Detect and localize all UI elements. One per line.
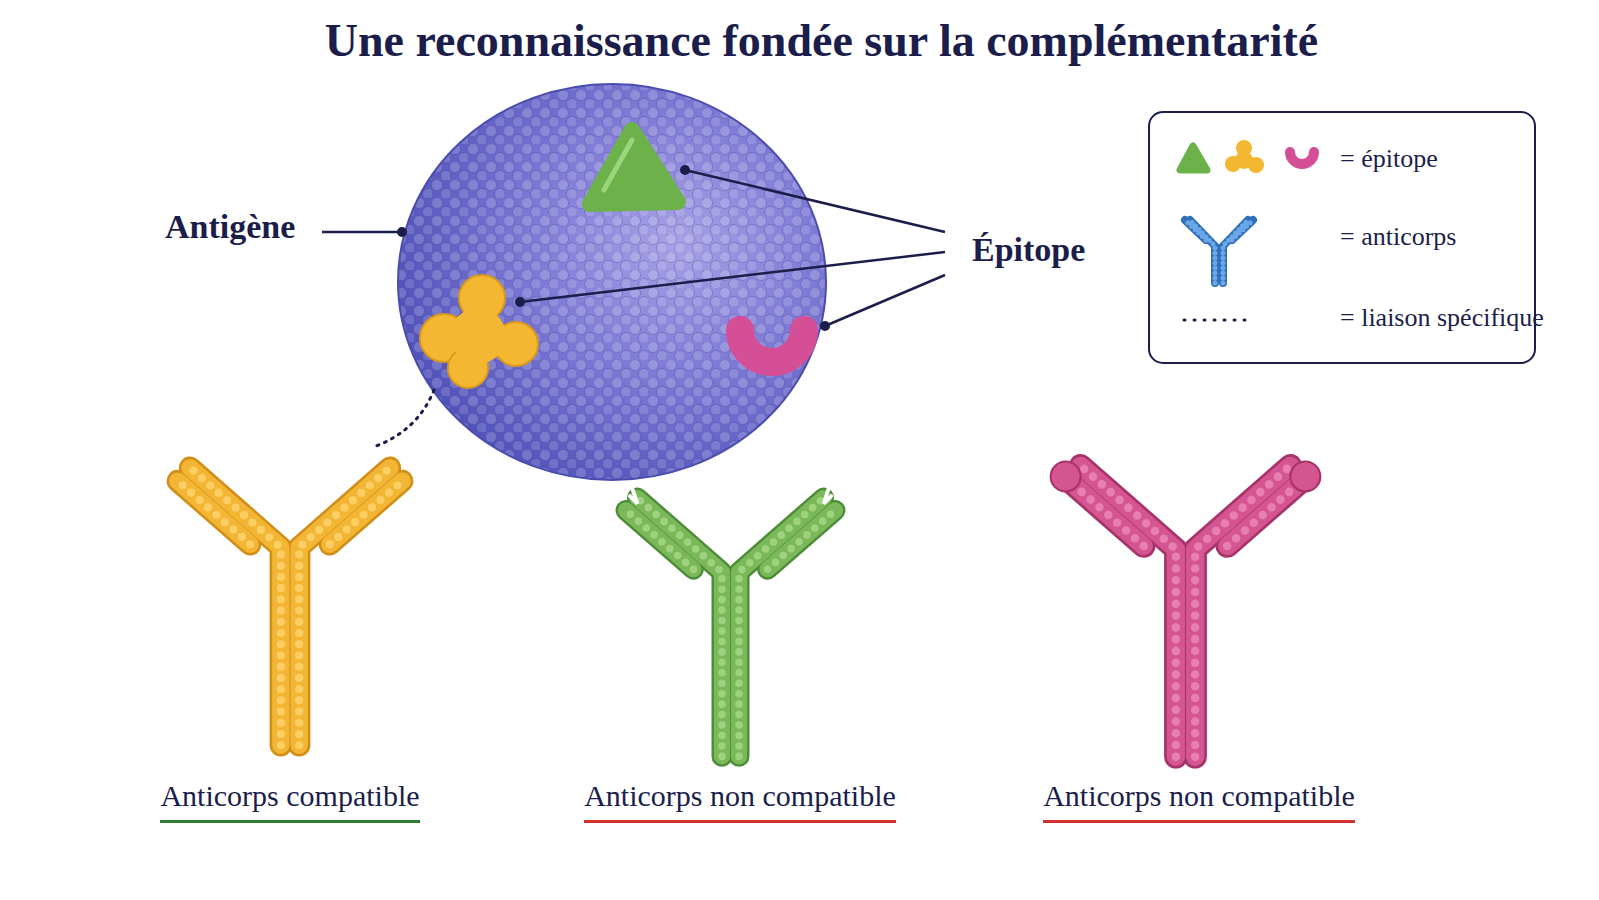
antibody-caption: Anticorps non compatible — [1043, 778, 1355, 823]
antibody-node: Anticorps non compatible — [1019, 440, 1379, 840]
antibody-figure — [1050, 461, 1320, 756]
legend-epitope-triangle — [1180, 146, 1207, 170]
epitope-crescent — [740, 330, 804, 362]
antibody-figure — [178, 468, 402, 745]
antibody-node: Anticorps non compatible — [560, 440, 920, 840]
legend-text: = anticorps — [1340, 221, 1456, 253]
antibody-shape — [588, 460, 873, 764]
part-label: Antigène — [165, 207, 295, 247]
antibody-figure — [626, 486, 835, 756]
antibody-node: Anticorps compatible — [110, 440, 470, 840]
legend-dotted-line — [1184, 319, 1254, 322]
specific-binding-line — [376, 390, 434, 446]
epitope-triangle — [590, 130, 678, 204]
antibody-caption: Anticorps non compatible — [584, 778, 896, 823]
part-label: Épitope — [972, 230, 1085, 270]
antibody-shape — [137, 427, 443, 753]
epitope-highlight — [604, 140, 632, 190]
legend-text: = épitope — [1340, 143, 1438, 175]
diagram-title: Une reconnaissance fondée sur la complém… — [0, 12, 1599, 70]
leader-lines — [322, 165, 945, 331]
legend-antibody — [1185, 220, 1253, 283]
antibody-shape — [1025, 423, 1346, 765]
epitope-trefoil — [420, 275, 538, 388]
legend-epitope-crescent — [1290, 152, 1314, 164]
antibody-caption: Anticorps compatible — [160, 778, 419, 823]
legend-text: = liaison spécifique — [1340, 302, 1544, 334]
antigen-sphere — [398, 84, 826, 480]
legend-epitope-trefoil — [1225, 140, 1264, 173]
